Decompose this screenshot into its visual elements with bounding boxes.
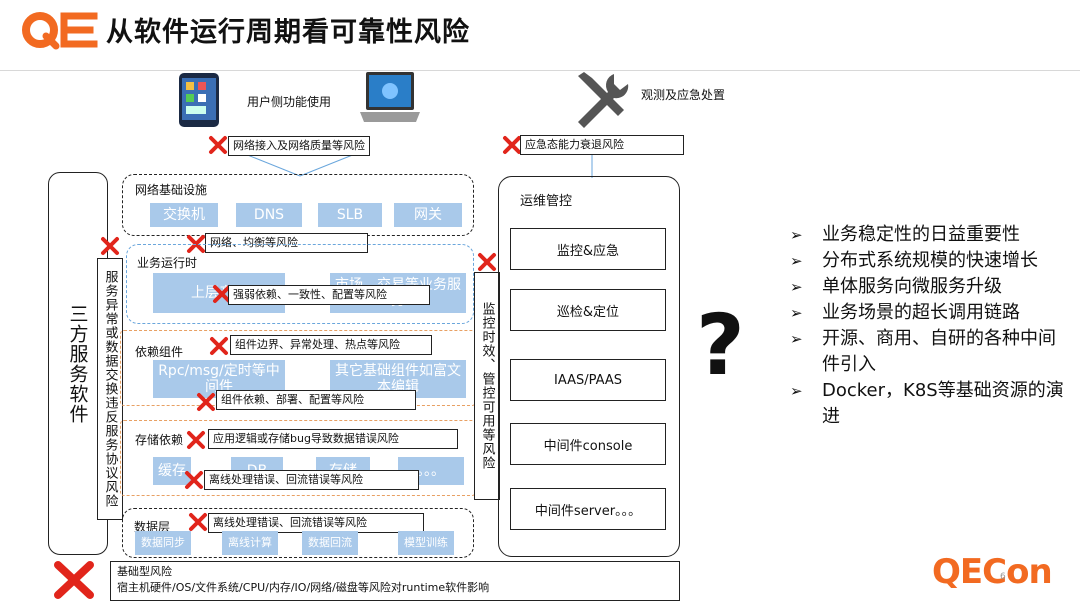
list-item: ➢开源、商用、自研的各种中间件引入 — [790, 328, 1056, 375]
connector-arrows — [239, 151, 361, 177]
user-side-label: 用户侧功能使用 — [247, 95, 332, 109]
ops-handling-label: 观测及应急处置 — [641, 88, 726, 102]
storage-title: 存储依赖 — [135, 433, 184, 447]
component-boundary-risk: 组件边界、异常处理、热点等风险 — [230, 335, 432, 355]
offline-risk-1: 离线处理错误、回流错误等风险 — [204, 470, 419, 490]
tile-gateway: 网关 — [394, 203, 462, 227]
dependency-title: 依赖组件 — [135, 345, 184, 359]
ops-item-server: 中间件server。。。 — [510, 488, 666, 530]
x-mark-icon — [187, 431, 205, 449]
list-item: ➢业务场景的超长调用链路 — [790, 300, 1070, 326]
ops-item-inspection: 巡检&定位 — [510, 289, 666, 331]
header-divider — [0, 70, 1080, 71]
large-x-mark-icon — [54, 561, 94, 599]
ops-item-monitor: 监控&应急 — [510, 228, 666, 270]
arrow-bullet-icon: ➢ — [790, 226, 803, 244]
list-item: ➢Docker，K8S等基础资源的演进 — [790, 380, 1064, 427]
list-item: ➢业务稳定性的日益重要性 — [790, 222, 1070, 248]
basic-risk-title: 基础型风险 — [117, 565, 172, 578]
laptop-icon — [360, 72, 420, 122]
page-number: 6 — [1000, 572, 1006, 582]
service-exception-box: 服务异常或数据交换违反服务协议风险 — [97, 258, 123, 520]
data-layer-box — [122, 508, 474, 558]
ops-control-box — [498, 176, 680, 557]
tools-icon — [578, 72, 629, 128]
x-mark-icon — [209, 136, 227, 154]
arrow-bullet-icon: ➢ — [790, 304, 803, 322]
ops-item-console: 中间件console — [510, 423, 666, 465]
network-access-risk: 网络接入及网络质量等风险 — [228, 136, 370, 156]
arrow-bullet-icon: ➢ — [790, 278, 803, 296]
x-mark-icon — [478, 253, 496, 271]
phone-icon — [179, 73, 219, 127]
tile-offline-compute: 离线计算 — [222, 531, 278, 555]
question-mark: ? — [696, 296, 745, 394]
weak-dependency-risk: 强弱依赖、一致性、配置等风险 — [228, 285, 430, 305]
offline-risk-2: 离线处理错误、回流错误等风险 — [208, 513, 424, 533]
qecon-logo: QECon — [932, 552, 1053, 592]
x-mark-icon — [210, 337, 228, 355]
x-mark-icon — [213, 285, 231, 303]
network-infra-title: 网络基础设施 — [135, 183, 208, 197]
emergency-risk: 应急态能力衰退风险 — [520, 135, 684, 155]
tile-data-sync: 数据同步 — [135, 531, 191, 555]
network-balance-risk: 网络、均衡等风险 — [205, 233, 368, 253]
qe-logo — [22, 12, 98, 50]
bullet-list: ➢业务稳定性的日益重要性 ➢分布式系统规模的快速增长 ➢单体服务向微服务升级 ➢… — [790, 222, 1070, 430]
basic-risk-box: 基础型风险 宿主机硬件/OS/文件系统/CPU/内存/IO/网络/磁盘等风险对r… — [110, 561, 680, 601]
tile-dns: DNS — [236, 203, 302, 227]
component-deploy-risk: 组件依赖、部署、配置等风险 — [216, 390, 416, 410]
tile-cache: 缓存 — [153, 457, 191, 485]
list-item: ➢单体服务向微服务升级 — [790, 274, 1070, 300]
arrow-bullet-icon: ➢ — [790, 252, 803, 270]
monitor-risk-box: 监控时效、管控可用等风险 — [474, 272, 500, 500]
x-mark-icon — [101, 237, 119, 255]
app-logic-risk: 应用逻辑或存储bug导致数据错误风险 — [208, 429, 458, 449]
service-exception-label: 服务异常或数据交换违反服务协议风险 — [102, 270, 118, 508]
list-item: ➢分布式系统规模的快速增长 — [790, 248, 1070, 274]
page-title: 从软件运行周期看可靠性风险 — [106, 17, 470, 48]
basic-risk-desc: 宿主机硬件/OS/文件系统/CPU/内存/IO/网络/磁盘等风险对runtime… — [117, 581, 490, 594]
x-mark-icon — [189, 513, 207, 531]
monitor-risk-label: 监控时效、管控可用等风险 — [479, 302, 495, 470]
x-mark-icon — [503, 136, 521, 154]
business-runtime-box — [126, 244, 474, 324]
x-mark-icon — [197, 393, 215, 411]
arrow-bullet-icon: ➢ — [790, 330, 803, 348]
third-party-label: 三方服务软件 — [66, 303, 89, 424]
data-layer-title: 数据层 — [134, 520, 171, 534]
tile-model-training: 模型训练 — [398, 531, 454, 555]
ops-control-title: 运维管控 — [520, 194, 573, 209]
x-mark-icon — [185, 471, 203, 489]
business-runtime-title: 业务运行时 — [137, 256, 198, 270]
arrow-bullet-icon: ➢ — [790, 382, 803, 400]
tile-slb: SLB — [318, 203, 382, 227]
ops-item-iaas: IAAS/PAAS — [510, 359, 666, 401]
tile-data-backflow: 数据回流 — [302, 531, 358, 555]
tile-switch: 交换机 — [150, 203, 218, 227]
